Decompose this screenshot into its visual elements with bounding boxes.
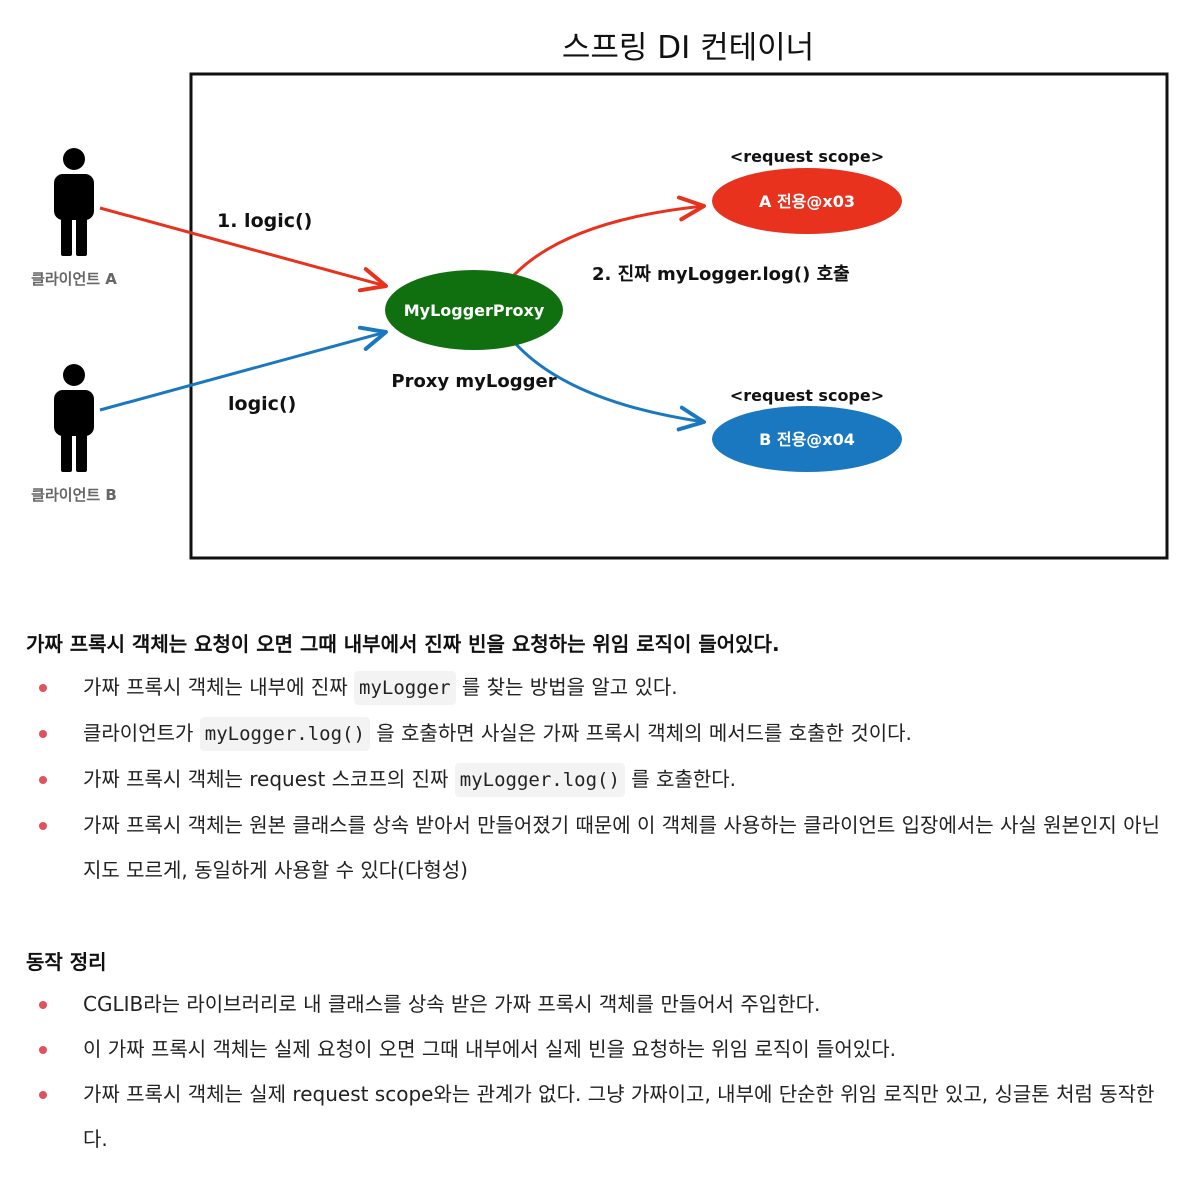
arrow-proxy-to-scope-a [512,195,706,277]
spring-di-diagram: 스프링 DI 컨테이너 클라이언트 A 클라이언트 B 1. logic() l… [31,30,1169,560]
scope-a-node [712,168,902,234]
bullet-dot [39,1046,47,1054]
bullet-text: 을 호출하면 사실은 가짜 프록시 객체의 메서드를 호출한 것이다. [369,721,912,745]
arrow-client-a-to-proxy [99,206,388,293]
scope-a-node-label: A 전용@x03 [759,192,855,211]
di-container-box [189,72,1169,560]
bullet-dot [39,822,47,830]
section2-title: 동작 정리 [26,950,107,974]
diagram-title: 스프링 DI 컨테이너 [562,30,814,66]
bullet-text: 이 가짜 프록시 객체는 실제 요청이 오면 그때 내부에서 실제 빈을 요청하… [83,1037,896,1061]
client-a-person-icon [54,148,94,256]
proxy-caption: Proxy myLogger [391,371,556,392]
client-a-label: 클라이언트 A [31,270,117,288]
scope-a-caption: <request scope> [730,147,884,166]
list-item: 클라이언트가 myLogger.log() 을 호출하면 사실은 가짜 프록시 … [26,711,1176,757]
bullet-dot [39,776,47,784]
bullet-text: 를 호출한다. [624,767,737,791]
section2-list: CGLIB라는 라이브러리로 내 클래스를 상속 받은 가짜 프록시 객체를 만… [26,982,1176,1162]
bullet-dot [39,730,47,738]
bullet-text: 클라이언트가 [83,721,200,745]
scope-b-node [712,406,902,472]
section1-title: 가짜 프록시 객체는 요청이 오면 그때 내부에서 진짜 빈을 요청하는 위임 … [26,632,780,656]
scope-b-caption: <request scope> [730,386,884,405]
arrow-b-label: logic() [228,393,296,415]
bullet-dot [39,1001,47,1009]
call-label: 2. 진짜 myLogger.log() 호출 [592,264,850,285]
proxy-node-label: MyLoggerProxy [404,301,545,320]
arrow-proxy-to-scope-b [512,340,706,432]
bullet-text: CGLIB라는 라이브러리로 내 클래스를 상속 받은 가짜 프록시 객체를 만… [83,992,821,1016]
list-item: 가짜 프록시 객체는 실제 request scope와는 관계가 없다. 그냥… [26,1072,1176,1162]
bullet-text: 가짜 프록시 객체는 원본 클래스를 상속 받아서 만들어졌기 때문에 이 객체… [83,813,1160,882]
list-item: 가짜 프록시 객체는 원본 클래스를 상속 받아서 만들어졌기 때문에 이 객체… [26,803,1176,893]
bullet-text: 가짜 프록시 객체는 실제 request scope와는 관계가 없다. 그냥… [83,1082,1155,1151]
bullet-text: 가짜 프록시 객체는 내부에 진짜 [83,675,354,699]
inline-code: myLogger.log() [199,717,370,751]
bullet-text: 를 찾는 방법을 알고 있다. [455,675,678,699]
list-item: 가짜 프록시 객체는 내부에 진짜 myLogger 를 찾는 방법을 알고 있… [26,665,1176,711]
list-item: 가짜 프록시 객체는 request 스코프의 진짜 myLogger.log(… [26,757,1176,803]
bullet-text: 가짜 프록시 객체는 request 스코프의 진짜 [83,767,455,791]
bullet-dot [39,684,47,692]
section1-list: 가짜 프록시 객체는 내부에 진짜 myLogger 를 찾는 방법을 알고 있… [26,665,1176,893]
inline-code: myLogger.log() [454,763,625,797]
client-b-label: 클라이언트 B [31,486,117,504]
list-item: CGLIB라는 라이브러리로 내 클래스를 상속 받은 가짜 프록시 객체를 만… [26,982,1176,1027]
inline-code: myLogger [354,671,456,705]
client-b-person-icon [54,364,94,472]
list-item: 이 가짜 프록시 객체는 실제 요청이 오면 그때 내부에서 실제 빈을 요청하… [26,1027,1176,1072]
proxy-node [385,270,563,350]
bullet-dot [39,1091,47,1099]
arrow-a-label: 1. logic() [217,210,312,232]
arrow-client-b-to-proxy [99,325,388,412]
scope-b-node-label: B 전용@x04 [759,430,855,449]
